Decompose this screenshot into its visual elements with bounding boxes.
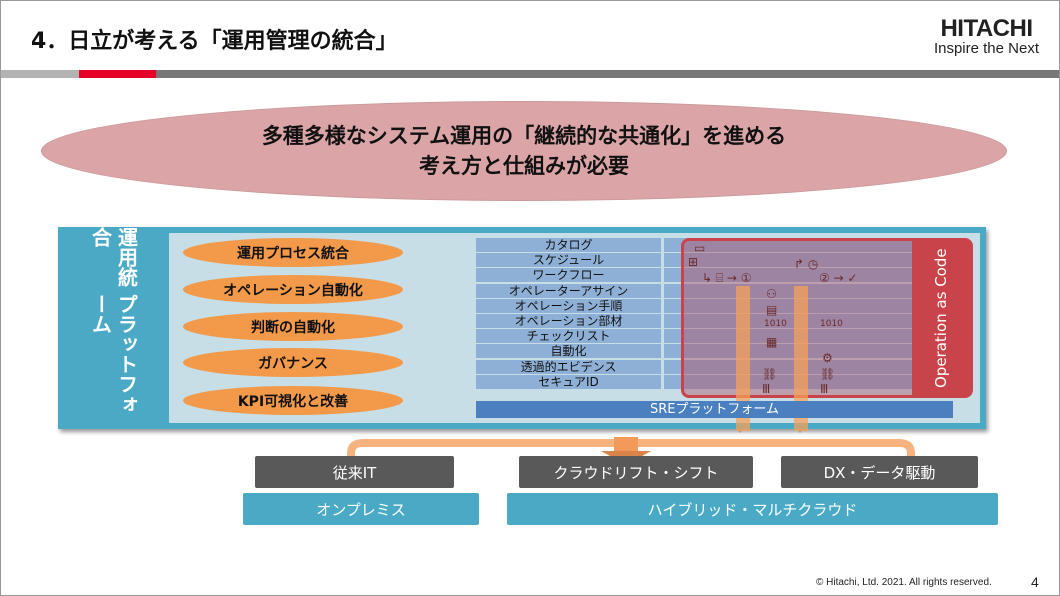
hitachi-logo: HITACHI Inspire the Next <box>934 15 1039 57</box>
platform-label-line2: プラットフォーム <box>88 294 139 415</box>
function-row-label: 自動化 <box>476 344 661 359</box>
sre-platform-bar: SREプラットフォーム <box>476 401 953 418</box>
arrow-center-stem <box>614 437 638 453</box>
env-hybrid-multicloud: ハイブリッド・マルチクラウド <box>507 493 998 525</box>
secure-id-icon-2: Ⅲ <box>820 382 829 396</box>
parts-icon: 1010 <box>764 319 787 329</box>
key-message-line2: 考え方と仕組みが必要 <box>419 154 629 178</box>
oac-label: Operation as Code <box>912 241 970 395</box>
parts-icon-2: 1010 <box>820 319 843 329</box>
header-bar-red <box>79 70 156 78</box>
function-row-label: スケジュール <box>476 253 661 268</box>
function-row-cell <box>664 268 953 283</box>
function-row-label: カタログ <box>476 238 661 252</box>
workflow-branch-icon: ↱ ◷ <box>794 257 819 271</box>
catalog-icon: ▭ <box>694 241 706 255</box>
pillar-decision: 判断の自動化 <box>183 312 403 341</box>
function-row-label: ワークフロー <box>476 268 661 283</box>
evidence-icon-2: ⛓ <box>820 367 836 381</box>
operation-as-code-box: Operation as Code ▭ ⊞ ↳ ⌸ → ① ↱ ◷ ② → ✓ … <box>681 238 973 398</box>
function-row-label: 透過的エビデンス <box>476 359 661 374</box>
key-message-ellipse: 多種多様なシステム運用の「継続的な共通化」を進める 考え方と仕組みが必要 <box>41 101 1007 201</box>
operator-icon: ⚇ <box>766 287 777 301</box>
function-row-label: オペレーターアサイン <box>476 283 661 298</box>
key-message-line1: 多種多様なシステム運用の「継続的な共通化」を進める <box>261 124 787 148</box>
flow-bar-1-lower <box>736 418 750 431</box>
schedule-icon: ⊞ <box>688 255 699 269</box>
checklist-icon: ▦ <box>766 335 778 349</box>
evidence-icon: ⛓ <box>762 367 778 381</box>
target-dx-data: DX・データ駆動 <box>781 456 978 488</box>
header-bar-dark <box>156 70 1059 78</box>
pillar-governance: ガバナンス <box>183 348 403 377</box>
flow-bar-1 <box>736 286 750 401</box>
workflow-arrow-icon: ↳ ⌸ → ① <box>702 271 752 285</box>
page-number: 4 <box>1031 574 1039 590</box>
automation-icon: ⚙ <box>822 351 833 365</box>
platform-label: 運用統合プラットフォーム <box>58 227 169 429</box>
pillar-automation: オペレーション自動化 <box>183 275 403 304</box>
logo-brand: HITACHI <box>940 15 1033 42</box>
secure-id-icon: Ⅲ <box>762 382 771 396</box>
pillar-kpi: KPI可視化と改善 <box>183 386 403 415</box>
slide-title: 4．日立が考える「運用管理の統合」 <box>31 29 398 54</box>
function-row: カタログ <box>476 238 953 252</box>
env-on-premises: オンプレミス <box>243 493 479 525</box>
ops-platform-panel: 運用統合プラットフォーム 運用プロセス統合 オペレーション自動化 判断の自動化 … <box>58 227 986 431</box>
function-row: ワークフロー <box>476 268 953 283</box>
function-row-label: オペレーション部材 <box>476 314 661 328</box>
flow-bar-2 <box>794 286 808 401</box>
function-row-label: チェックリスト <box>476 329 661 344</box>
function-row-cell <box>664 253 953 268</box>
function-row-label: セキュアID <box>476 374 661 389</box>
target-cloud-lift-shift: クラウドリフト・シフト <box>519 456 753 488</box>
function-row-label: オペレーション手順 <box>476 298 661 313</box>
flow-bar-2-lower <box>794 418 808 431</box>
function-row-cell <box>664 238 953 252</box>
pillar-process: 運用プロセス統合 <box>183 238 403 267</box>
target-legacy-it: 従来IT <box>255 456 454 488</box>
header-bar-gray <box>1 70 79 78</box>
procedure-icon: ▤ <box>766 303 778 317</box>
function-row: スケジュール <box>476 253 953 268</box>
copyright: © Hitachi, Ltd. 2021. All rights reserve… <box>816 577 992 588</box>
platform-label-line1: 運用統合 <box>88 227 139 287</box>
workflow-step2-icon: ② → ✓ <box>819 271 858 285</box>
logo-tagline: Inspire the Next <box>933 40 1039 57</box>
